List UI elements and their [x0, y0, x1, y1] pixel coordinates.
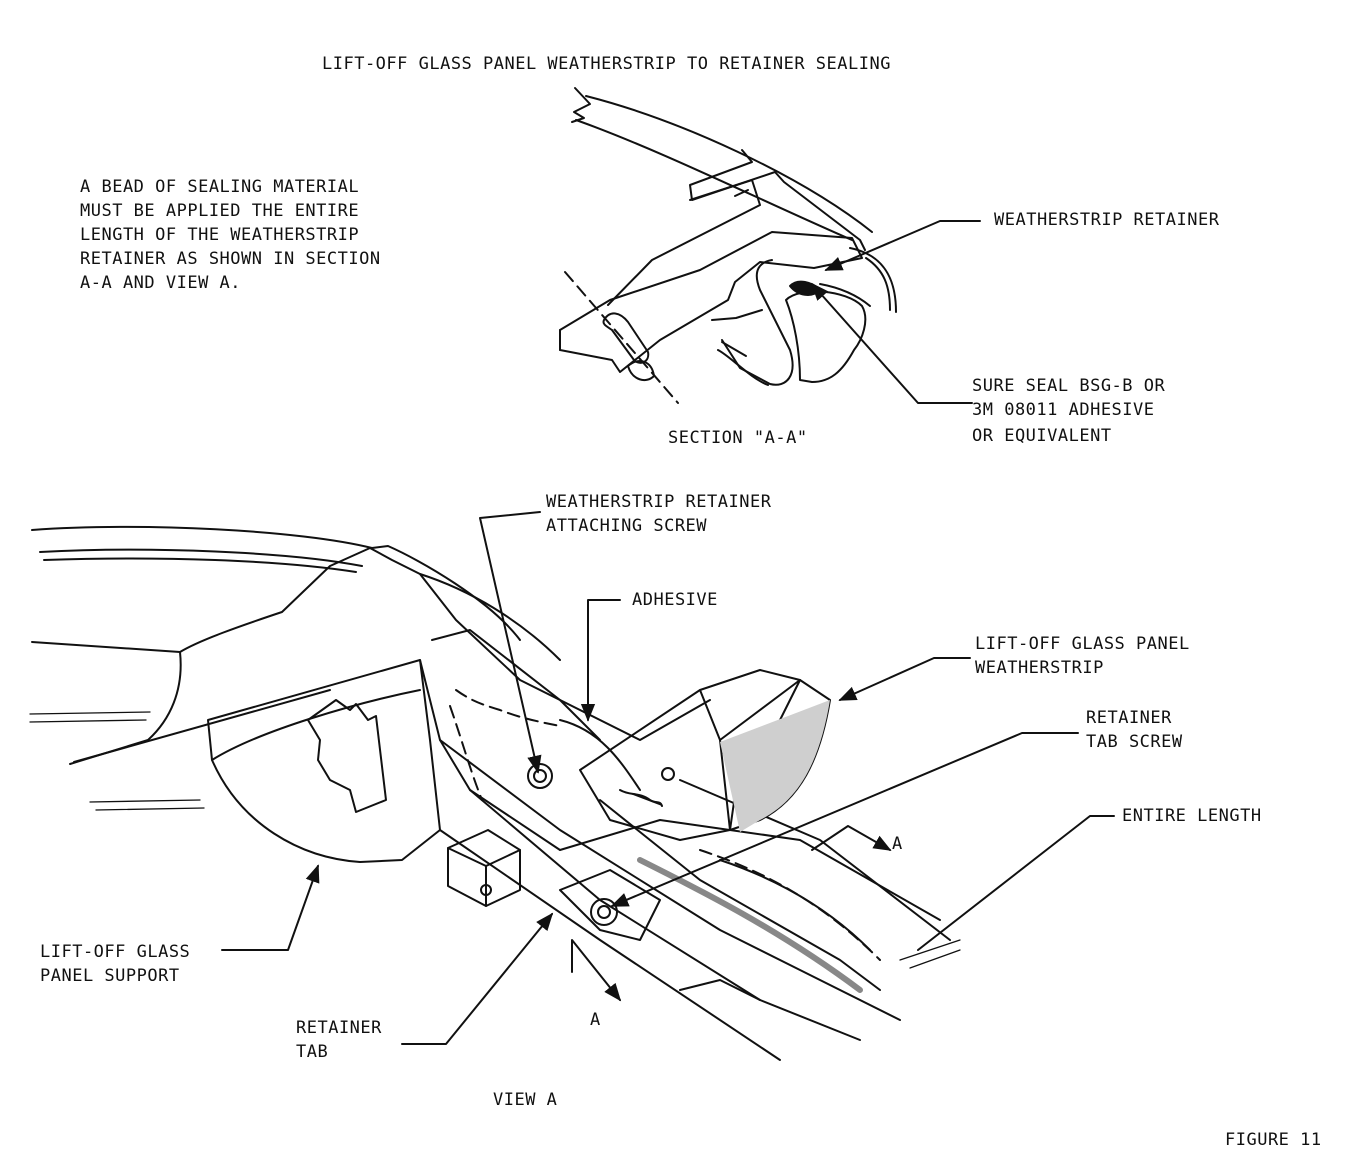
section-a-a-drawing — [559, 87, 981, 404]
sealer-line: 3M 08011 ADHESIVE — [972, 400, 1155, 420]
note-line: LENGTH OF THE WEATHERSTRIP — [80, 225, 360, 245]
view-caption: VIEW A — [493, 1090, 558, 1110]
section-caption: SECTION "A-A" — [668, 428, 808, 448]
attaching-screw-line: WEATHERSTRIP RETAINER — [546, 492, 772, 512]
attaching-screw-label: WEATHERSTRIP RETAINER ATTACHING SCREW — [546, 490, 771, 538]
sealing-note: A BEAD OF SEALING MATERIAL MUST BE APPLI… — [80, 175, 381, 295]
retainer-tab-line: RETAINER — [296, 1018, 382, 1038]
view-a-drawing — [29, 511, 1115, 1061]
support-label: LIFT-OFF GLASS PANEL SUPPORT — [40, 940, 190, 988]
tab-screw-line: RETAINER — [1086, 708, 1172, 728]
tab-screw-line: TAB SCREW — [1086, 732, 1183, 752]
diagram-title: LIFT-OFF GLASS PANEL WEATHERSTRIP TO RET… — [322, 54, 891, 74]
sealer-line: SURE SEAL BSG-B OR — [972, 376, 1166, 396]
adhesive-label: ADHESIVE — [632, 590, 718, 610]
tab-screw-label: RETAINER TAB SCREW — [1086, 706, 1183, 754]
note-line: A-A AND VIEW A. — [80, 273, 242, 293]
support-line: LIFT-OFF GLASS — [40, 942, 191, 962]
figure-number: FIGURE 11 — [1225, 1130, 1322, 1150]
support-line: PANEL SUPPORT — [40, 966, 180, 986]
weatherstrip-retainer-label: WEATHERSTRIP RETAINER — [994, 210, 1220, 230]
note-line: A BEAD OF SEALING MATERIAL — [80, 177, 360, 197]
retainer-tab-line: TAB — [296, 1042, 329, 1062]
section-marker-upper: A — [892, 834, 903, 854]
entire-length-label: ENTIRE LENGTH — [1122, 806, 1262, 826]
section-marker-lower: A — [590, 1010, 601, 1030]
sealer-line: OR EQUIVALENT — [972, 426, 1112, 446]
weatherstrip-line: LIFT-OFF GLASS PANEL — [975, 634, 1190, 654]
sealer-label: SURE SEAL BSG-B OR 3M 08011 ADHESIVE OR … — [972, 374, 1165, 446]
weatherstrip-line: WEATHERSTRIP — [975, 658, 1104, 678]
note-line: RETAINER AS SHOWN IN SECTION — [80, 249, 381, 269]
note-line: MUST BE APPLIED THE ENTIRE — [80, 201, 360, 221]
weatherstrip-label: LIFT-OFF GLASS PANEL WEATHERSTRIP — [975, 632, 1190, 680]
attaching-screw-line: ATTACHING SCREW — [546, 516, 708, 536]
retainer-tab-label: RETAINER TAB — [296, 1016, 382, 1064]
